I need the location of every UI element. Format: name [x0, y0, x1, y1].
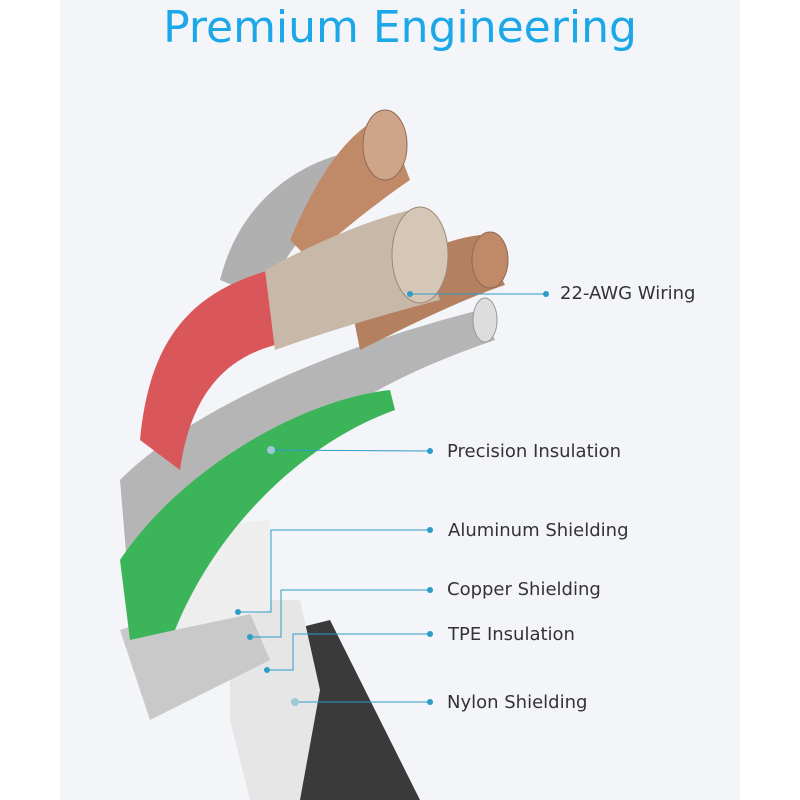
wire-end-gray [472, 297, 498, 343]
wire-end-main [391, 206, 449, 304]
label-22awg-wiring: 22-AWG Wiring [560, 283, 696, 304]
leader-lines [238, 293, 546, 703]
label-nylon-shielding: Nylon Shielding [447, 692, 588, 713]
page-title: Premium Engineering [163, 2, 637, 53]
label-copper-shielding: Copper Shielding [447, 579, 601, 600]
wire-end-top [362, 109, 408, 181]
label-tpe-insulation: TPE Insulation [448, 624, 575, 645]
red-wire [140, 270, 275, 470]
wire-end-right [471, 231, 509, 289]
leader-precision [270, 449, 431, 452]
leader-tpe [267, 633, 430, 671]
leader-copper [250, 589, 430, 638]
label-aluminum-shielding: Aluminum Shielding [448, 520, 629, 541]
leader-dots [235, 291, 549, 706]
label-precision-insulation: Precision Insulation [447, 441, 622, 462]
green-wire [120, 390, 395, 640]
leader-aluminum [238, 529, 430, 613]
